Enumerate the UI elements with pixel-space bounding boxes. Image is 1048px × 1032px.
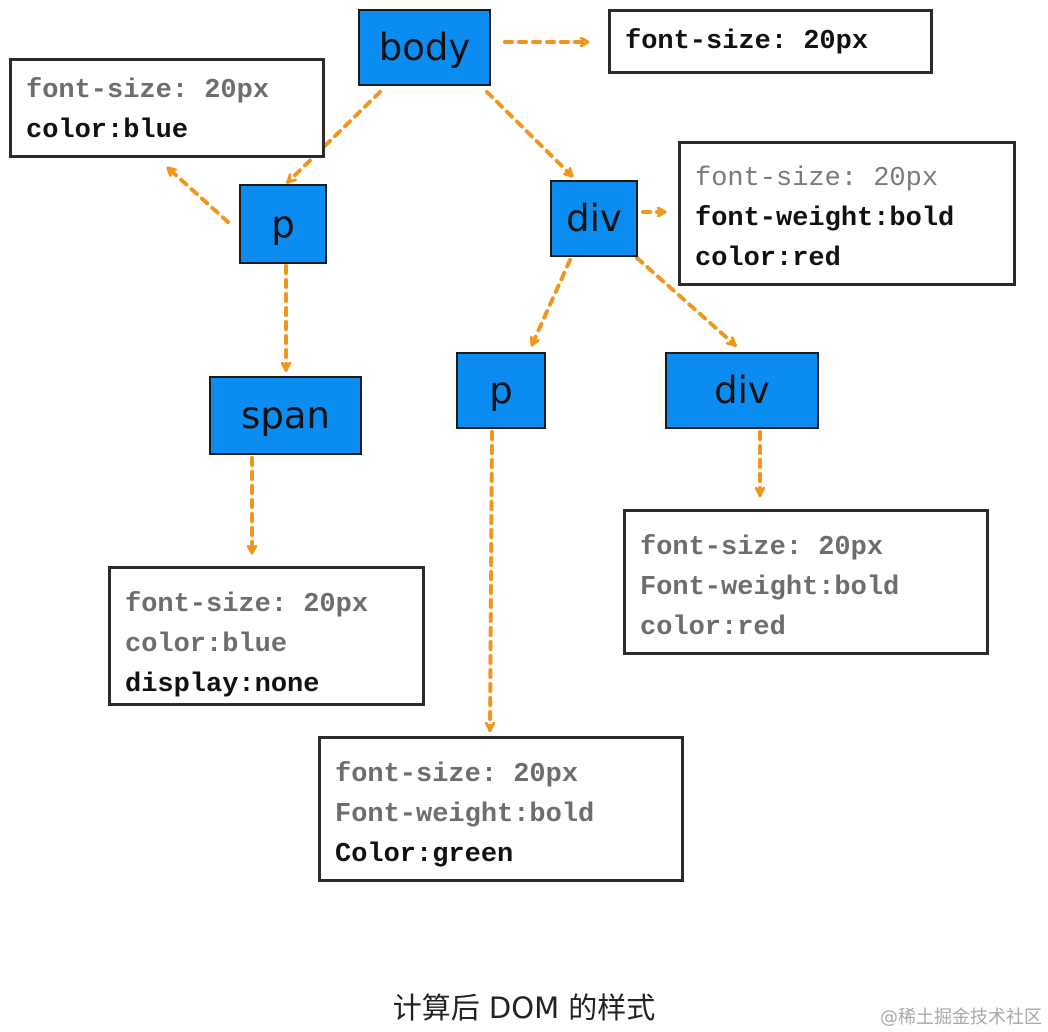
dom-node-div-p: p [456, 352, 546, 429]
dom-node-div: div [550, 180, 638, 257]
dom-node-p: p [239, 184, 327, 264]
style-line: font-size: 20px [125, 590, 369, 620]
arrow-p-to-style [166, 166, 230, 224]
watermark: @稀土掘金技术社区 [880, 1007, 1042, 1028]
computed-style-span: font-size: 20px color:blue display:none [108, 566, 425, 706]
arrow-div-p-to-style [490, 430, 492, 732]
style-line: font-weight:bold [695, 204, 955, 234]
computed-style-body: font-size: 20px [608, 9, 933, 74]
style-line: color:red [695, 244, 841, 274]
arrow-div-to-div [635, 256, 737, 347]
computed-style-div-div: font-size: 20px Font-weight:bold color:r… [623, 509, 989, 655]
style-line: font-size: 20px [26, 76, 270, 106]
style-line: font-size: 20px [640, 533, 884, 563]
computed-style-p: font-size: 20px color:blue [9, 58, 325, 158]
style-line: Font-weight:bold [640, 573, 900, 603]
style-line: Font-weight:bold [335, 800, 595, 830]
style-line: color:blue [26, 116, 189, 146]
dom-node-span: span [209, 376, 362, 455]
style-line: font-size: 20px [625, 27, 869, 57]
style-line: color:red [640, 613, 786, 643]
dom-node-body: body [358, 9, 491, 86]
style-line: Color:green [335, 840, 514, 870]
style-line: color:blue [125, 630, 288, 660]
arrow-body-to-div [485, 90, 574, 178]
style-line: display:none [125, 670, 320, 700]
computed-style-div: font-size: 20px font-weight:bold color:r… [678, 141, 1016, 286]
style-line: font-size: 20px [335, 760, 579, 790]
dom-node-div-div: div [665, 352, 819, 429]
arrow-div-to-p [532, 258, 572, 347]
diagram-caption: 计算后 DOM 的样式 [392, 991, 656, 1025]
arrow-body-to-p [286, 90, 382, 184]
computed-style-div-p: font-size: 20px Font-weight:bold Color:g… [318, 736, 684, 882]
style-line: font-size: 20px [695, 164, 939, 194]
